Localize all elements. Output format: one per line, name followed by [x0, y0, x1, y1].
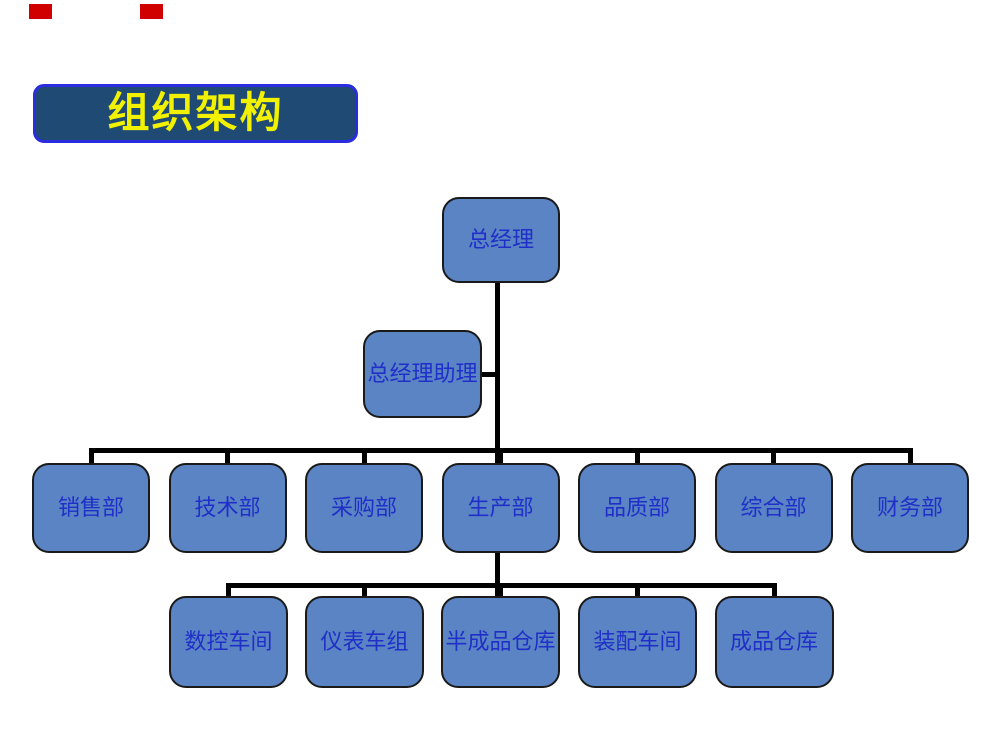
- connector-stub-row2-4: [634, 448, 640, 468]
- org-node-workshop-1: 仪表车组: [305, 596, 424, 688]
- org-node-workshop-2: 半成品仓库: [441, 596, 560, 688]
- connector-stub-row2-3: [498, 448, 503, 468]
- connector-stub-row3-4: [771, 583, 777, 601]
- connector-stub-row3-2: [498, 583, 503, 601]
- red-accent-square-2: [140, 4, 163, 19]
- org-node-department-3: 生产部: [441, 463, 560, 553]
- connector-stub-row3-3: [635, 583, 640, 601]
- org-node-department-5: 综合部: [714, 463, 833, 553]
- connector-stub-row3-1: [362, 583, 367, 601]
- connector-trunk-bottom: [495, 550, 500, 601]
- org-node-workshop-3: 装配车间: [578, 596, 697, 688]
- connector-stub-row2-5: [771, 448, 776, 468]
- connector-stub-row2-1: [225, 448, 230, 468]
- org-node-department-0: 销售部: [32, 463, 150, 553]
- connector-stub-row3-0: [226, 583, 231, 601]
- connector-stub-row2-0: [88, 448, 94, 468]
- connector-assistant: [480, 372, 500, 377]
- connector-stub-row2-6: [907, 448, 913, 468]
- org-node-assistant: 总经理助理: [363, 330, 482, 418]
- org-node-department-1: 技术部: [168, 463, 287, 553]
- org-node-department-2: 采购部: [305, 463, 423, 553]
- red-accent-square-1: [29, 4, 52, 19]
- org-node-department-4: 品质部: [578, 463, 696, 553]
- connector-stub-row2-2: [361, 448, 367, 468]
- org-node-workshop-0: 数控车间: [169, 596, 288, 688]
- org-node-department-6: 财务部: [851, 463, 969, 553]
- org-node-workshop-4: 成品仓库: [714, 596, 834, 688]
- page-title-banner: 组织架构: [33, 84, 358, 143]
- org-node-root: 总经理: [442, 197, 560, 283]
- page-title: 组织架构: [107, 90, 284, 137]
